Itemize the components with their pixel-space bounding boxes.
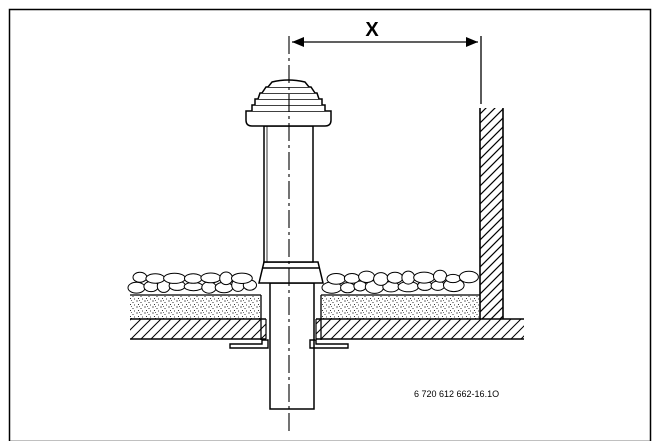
gravel-stone — [343, 273, 361, 284]
gravel-stone — [413, 271, 436, 284]
gravel-stone — [219, 271, 234, 286]
gravel-stone — [132, 271, 148, 283]
gravel-stone — [326, 273, 346, 285]
gravel-stone — [445, 273, 461, 284]
flue-pipe — [260, 282, 322, 410]
gravel-stone — [145, 273, 166, 284]
dimension-label: X — [365, 19, 379, 41]
gravel-stone — [200, 272, 222, 284]
gravel-stone — [127, 281, 146, 294]
gravel-layer — [127, 269, 479, 294]
gravel-stone — [201, 281, 217, 294]
dimension-x: X — [292, 19, 482, 104]
gravel-stone — [373, 272, 389, 286]
roof-collar — [258, 261, 324, 284]
drawing-frame — [8, 8, 652, 443]
gravel-stone — [340, 282, 356, 294]
gravel-stone — [386, 271, 404, 284]
gravel-stone — [458, 270, 479, 284]
gravel-stone — [401, 270, 416, 285]
gravel-stone — [358, 270, 376, 283]
wall — [479, 108, 504, 319]
mounting-bracket — [229, 339, 349, 349]
insulation-layer — [130, 294, 480, 319]
drawing-code: 6 720 612 662-16.1O — [414, 389, 499, 399]
gravel-stone — [184, 273, 203, 284]
gravel-stone — [433, 269, 448, 283]
gravel-stone — [231, 272, 253, 284]
gravel-stone — [163, 272, 186, 284]
roof-deck — [130, 318, 524, 340]
